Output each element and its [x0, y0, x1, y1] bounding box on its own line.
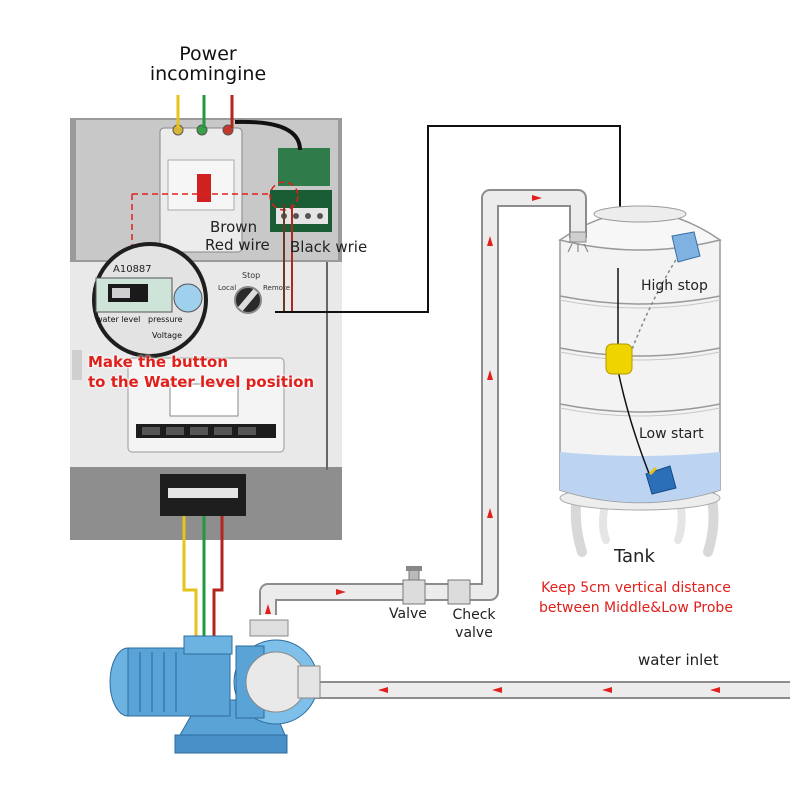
instruction-line-1: Make the button — [88, 353, 229, 371]
flow-arrows — [265, 195, 720, 693]
probe-note-line-1: Keep 5cm vertical distance — [541, 580, 731, 596]
terminal-wires — [283, 204, 293, 312]
local-mark: Local — [218, 284, 236, 292]
black-wire-label: Black wrie — [290, 238, 368, 256]
check-valve-label: Check valve — [446, 606, 502, 642]
high-stop-label: High stop — [641, 278, 708, 294]
spray-lines — [567, 243, 589, 253]
tank-inlet-nozzle — [569, 231, 587, 243]
brown-label: Brown — [210, 218, 258, 236]
power-line-1: Power — [179, 43, 237, 65]
arrow-up-icon — [487, 370, 493, 380]
float-signal-wire — [275, 125, 621, 313]
power-incoming-label: Power incomingine — [146, 44, 270, 84]
probe-distance-note: Keep 5cm vertical distance between Middl… — [522, 578, 750, 618]
breaker-code: A10887 — [113, 264, 152, 275]
power-wires — [176, 95, 234, 128]
inset-voltage: Voltage — [152, 331, 182, 340]
probe-note-line-2: between Middle&Low Probe — [539, 600, 733, 616]
tank-label: Tank — [614, 546, 655, 567]
arrow-right-icon — [336, 589, 346, 595]
relay-board — [278, 148, 330, 186]
control-cabinet: Stop Local Remote — [70, 118, 342, 540]
motor-wires — [182, 516, 224, 645]
low-float-icon — [645, 465, 677, 495]
breaker-switch — [197, 174, 211, 202]
float-weight — [605, 343, 633, 375]
check-valve — [447, 579, 471, 605]
low-start-label: Low start — [639, 426, 704, 442]
stop-mark: Stop — [242, 271, 260, 280]
float-switch-icon — [671, 231, 701, 263]
arrow-left-icon — [710, 687, 720, 693]
valve-label: Valve — [389, 606, 427, 622]
arrow-left-icon — [378, 687, 388, 693]
power-line-2: incomingine — [149, 63, 267, 85]
arrow-left-icon — [492, 687, 502, 693]
arrow-left-icon — [602, 687, 612, 693]
instruction-line-2: to the Water level position — [88, 373, 315, 391]
arrow-up-icon — [265, 604, 271, 614]
zoom-inset: A10887 water level pressure Voltage — [92, 242, 208, 358]
inset-water-level: water level — [96, 315, 140, 324]
water-tank — [558, 205, 722, 557]
instruction-label: Make the button to the Water level posit… — [88, 352, 314, 392]
water-inlet-label: water inlet — [638, 651, 719, 669]
inset-pressure: pressure — [148, 315, 183, 324]
check-valve-line-2: valve — [455, 625, 493, 641]
remote-mark: Remote — [263, 284, 290, 292]
check-valve-line-1: Check — [452, 607, 496, 623]
arrow-right-icon — [532, 195, 542, 201]
valve — [402, 566, 426, 605]
arrow-up-icon — [487, 236, 493, 246]
arrow-up-icon — [487, 508, 493, 518]
red-wire-label: Red wire — [205, 236, 270, 254]
water-pump — [109, 619, 321, 754]
